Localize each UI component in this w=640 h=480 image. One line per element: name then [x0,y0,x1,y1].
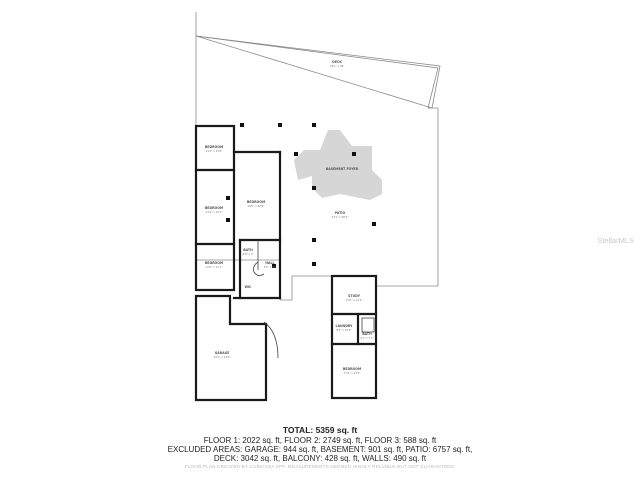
excluded-areas-line1: EXCLUDED AREAS: GARAGE: 944 sq. ft, BASE… [167,445,473,454]
garage-walls [194,294,268,402]
room-dims: 8'6" x 7' [243,252,254,256]
room-name: LAUNDRY [336,324,354,328]
room-dims: 43'1" x 58'2" [332,215,349,219]
room-name: BEDROOM [247,200,265,204]
room-name: BATH [243,248,253,252]
right-wing-walls [330,274,378,400]
deck-edge [195,35,441,109]
room-name: GARAGE [215,351,230,355]
room-labels: DECK 32'1" x 38' BEDROOM 14'2" x 12'0" B… [205,60,374,375]
room-dims: 18'0" x 32'3" [248,204,265,208]
left-wing-walls [194,124,236,292]
room-dims: 5'1" x 7'1" [360,336,374,340]
room-name: DECK [332,60,342,64]
room-name: BEDROOM [205,261,223,265]
room-name: BEDROOM [343,367,361,371]
room-dims: 11'0" x 11'2" [346,298,363,302]
stair-curve [253,261,265,276]
total-area: TOTAL: 5359 sq. ft [282,425,358,435]
room-name: BATH [362,332,372,336]
bath-fixture [361,317,375,333]
room-name: BASEMENT FOYER [326,167,359,171]
room-name: STUDY [348,294,360,298]
pillars [226,123,376,268]
room-name: HALL [265,261,274,265]
room-dims: 17'4" x 19'3" [344,371,361,375]
room-dims: 34'1" x 24'0" [214,355,231,359]
room-dims: 32'1" x 38' [330,64,344,68]
room-dims: 12'0" x 11'1" [206,265,223,269]
room-name: PATIO [335,211,346,215]
garage-door-arc [263,321,279,359]
basement-shape [294,130,382,200]
room-dims: 8'5" x 10'5" [336,328,351,332]
room-name: WIC [244,285,252,289]
room-dims: 5'5" x 12' [264,265,277,269]
floor-plan-drawing: DECK 32'1" x 38' BEDROOM 14'2" x 12'0" B… [194,12,441,402]
disclaimer: FLOOR PLAN CREATED BY CUBICASA APP. MEAS… [184,464,456,469]
room-dims: 14'1" x 12'1" [206,210,223,214]
excluded-areas-line2: DECK: 3042 sq. ft, BALCONY: 428 sq. ft, … [213,454,427,463]
room-name: BEDROOM [205,206,223,210]
room-name: BEDROOM [205,145,223,149]
floor-areas: FLOOR 1: 2022 sq. ft, FLOOR 2: 2749 sq. … [203,436,437,445]
room-dims: 14'2" x 12'0" [206,149,223,153]
watermark-logo: StellarMLS [597,236,634,245]
